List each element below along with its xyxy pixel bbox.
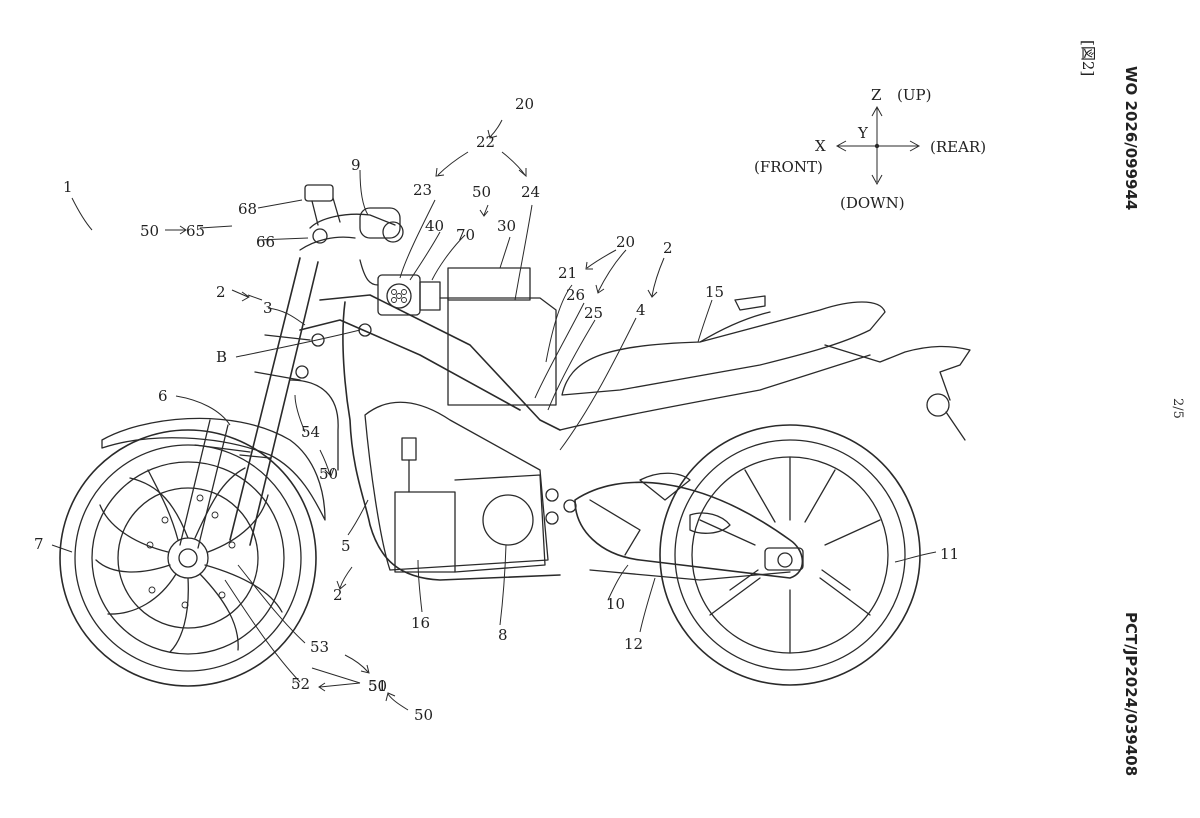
ref-label: 9	[351, 156, 361, 174]
ref-label: 21	[558, 264, 577, 282]
axis-y-label: Y	[857, 124, 869, 142]
ref-label: 8	[498, 626, 508, 644]
ref-label: 22	[476, 133, 495, 151]
rear-wheel	[589, 424, 921, 686]
axis-z-label: Z	[871, 86, 881, 104]
ref-label: 4	[636, 301, 646, 319]
seat-tail	[559, 295, 971, 441]
ref-label: 50	[140, 222, 159, 240]
ref-label: 12	[624, 635, 643, 653]
ref-label: 68	[238, 200, 257, 218]
ref-label: 50	[319, 465, 338, 483]
ref-label: 25	[584, 304, 603, 322]
front-wheel	[59, 429, 317, 687]
application-number: PCT/JP2024/039408	[1122, 612, 1140, 777]
ref-label: 23	[413, 181, 432, 199]
ref-label: 15	[705, 283, 724, 301]
ref-label: 51	[368, 677, 387, 695]
axis-rear-label: (REAR)	[930, 138, 986, 156]
ref-label: 26	[566, 286, 585, 304]
ref-label: 65	[186, 222, 205, 240]
group-arrows	[165, 119, 665, 711]
ref-label: 2	[216, 283, 226, 301]
axis-x-label: X	[815, 137, 826, 155]
ref-label: 20	[616, 233, 635, 251]
ref-label: 1	[63, 178, 73, 196]
ref-label: 50	[414, 706, 433, 724]
ref-label: 16	[411, 614, 430, 632]
ref-label: 53	[310, 638, 329, 656]
ref-label: 10	[606, 595, 625, 613]
ref-label: 66	[256, 233, 275, 251]
front-fork	[179, 257, 319, 549]
ref-label: 11	[940, 545, 959, 563]
ref-label: 70	[456, 226, 475, 244]
figure-label: [図2]	[1079, 40, 1097, 77]
ref-label: 7	[34, 535, 44, 553]
ref-label: 24	[521, 183, 540, 201]
ref-label: 50	[368, 677, 387, 695]
ref-label: 5	[341, 537, 351, 555]
swingarm	[545, 472, 804, 579]
leader-lines	[51, 169, 937, 683]
reference-labels: 1 2 2 2 3 4 5 6 7 8 9 10 11 12 15 16 20 …	[34, 95, 959, 724]
ref-label: 50	[472, 183, 491, 201]
ref-label: B	[216, 348, 227, 366]
ref-label: 20	[515, 95, 534, 113]
ref-label: 2	[663, 239, 673, 257]
ref-label: 54	[301, 423, 320, 441]
ref-label: 30	[497, 217, 516, 235]
ref-label: 52	[291, 675, 310, 693]
axis-up-label: (UP)	[897, 86, 931, 104]
axis-front-label: (FRONT)	[754, 158, 823, 176]
motorcycle-drawing	[59, 184, 971, 687]
coordinate-axes: Z (UP) Y X (REAR) (FRONT) (DOWN)	[754, 86, 986, 212]
ref-label: 6	[158, 387, 168, 405]
handlebar	[299, 184, 404, 251]
power-unit	[394, 437, 546, 573]
publication-number: WO 2026/099944	[1122, 66, 1140, 211]
battery-box	[359, 259, 557, 406]
ref-label: 40	[425, 217, 444, 235]
axis-down-label: (DOWN)	[840, 194, 905, 212]
front-fender	[101, 417, 326, 521]
main-frame	[289, 294, 561, 581]
page-indicator: 2/5	[1170, 398, 1185, 419]
ref-label: 2	[333, 586, 343, 604]
ref-label: 3	[263, 299, 273, 317]
